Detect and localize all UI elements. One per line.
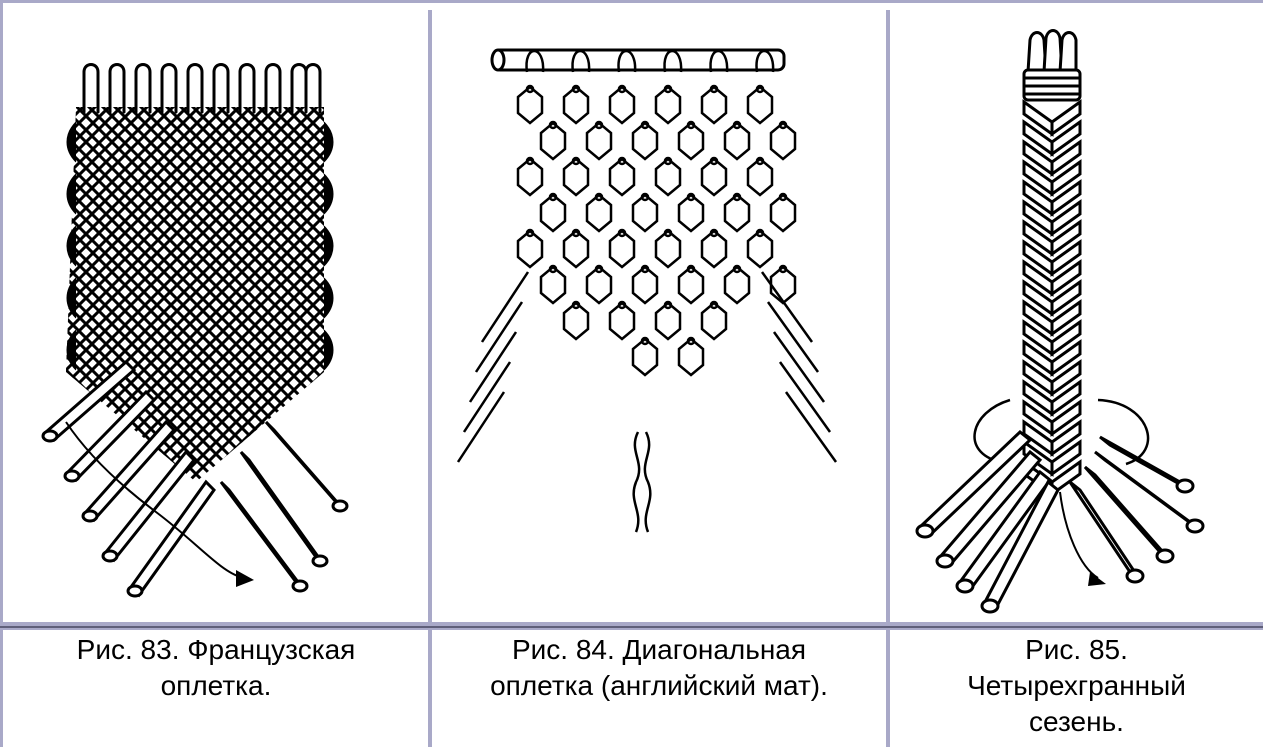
fig83-image-cell	[6, 12, 426, 624]
fig84-image-cell	[432, 12, 886, 624]
table-left-border	[0, 0, 3, 747]
fig85-image-cell	[890, 12, 1263, 624]
four-sided-sennit-illustration-icon	[890, 12, 1263, 624]
fig83-caption-line-1: Рис. 83. Французская	[6, 632, 426, 668]
fig84-caption-line-2: оплетка (английский мат).	[432, 668, 886, 704]
fig85-caption: Рис. 85. Четырехгранный сезень.	[890, 632, 1263, 747]
table-top-border	[0, 0, 1263, 3]
fig84-caption-line-1: Рис. 84. Диагональная	[432, 632, 886, 668]
fig83-caption: Рис. 83. Французская оплетка.	[6, 632, 426, 747]
fig85-caption-line-1: Рис. 85.	[890, 632, 1263, 668]
row-divider-shadow	[0, 626, 1263, 628]
french-braid-illustration-icon	[6, 12, 426, 624]
diagonal-braid-english-mat-illustration-icon	[432, 12, 886, 624]
fig84-caption: Рис. 84. Диагональная оплетка (английски…	[432, 632, 886, 747]
fig85-caption-line-3: сезень.	[890, 704, 1263, 740]
fig83-caption-line-2: оплетка.	[6, 668, 426, 704]
fig85-caption-line-2: Четырехгранный	[890, 668, 1263, 704]
